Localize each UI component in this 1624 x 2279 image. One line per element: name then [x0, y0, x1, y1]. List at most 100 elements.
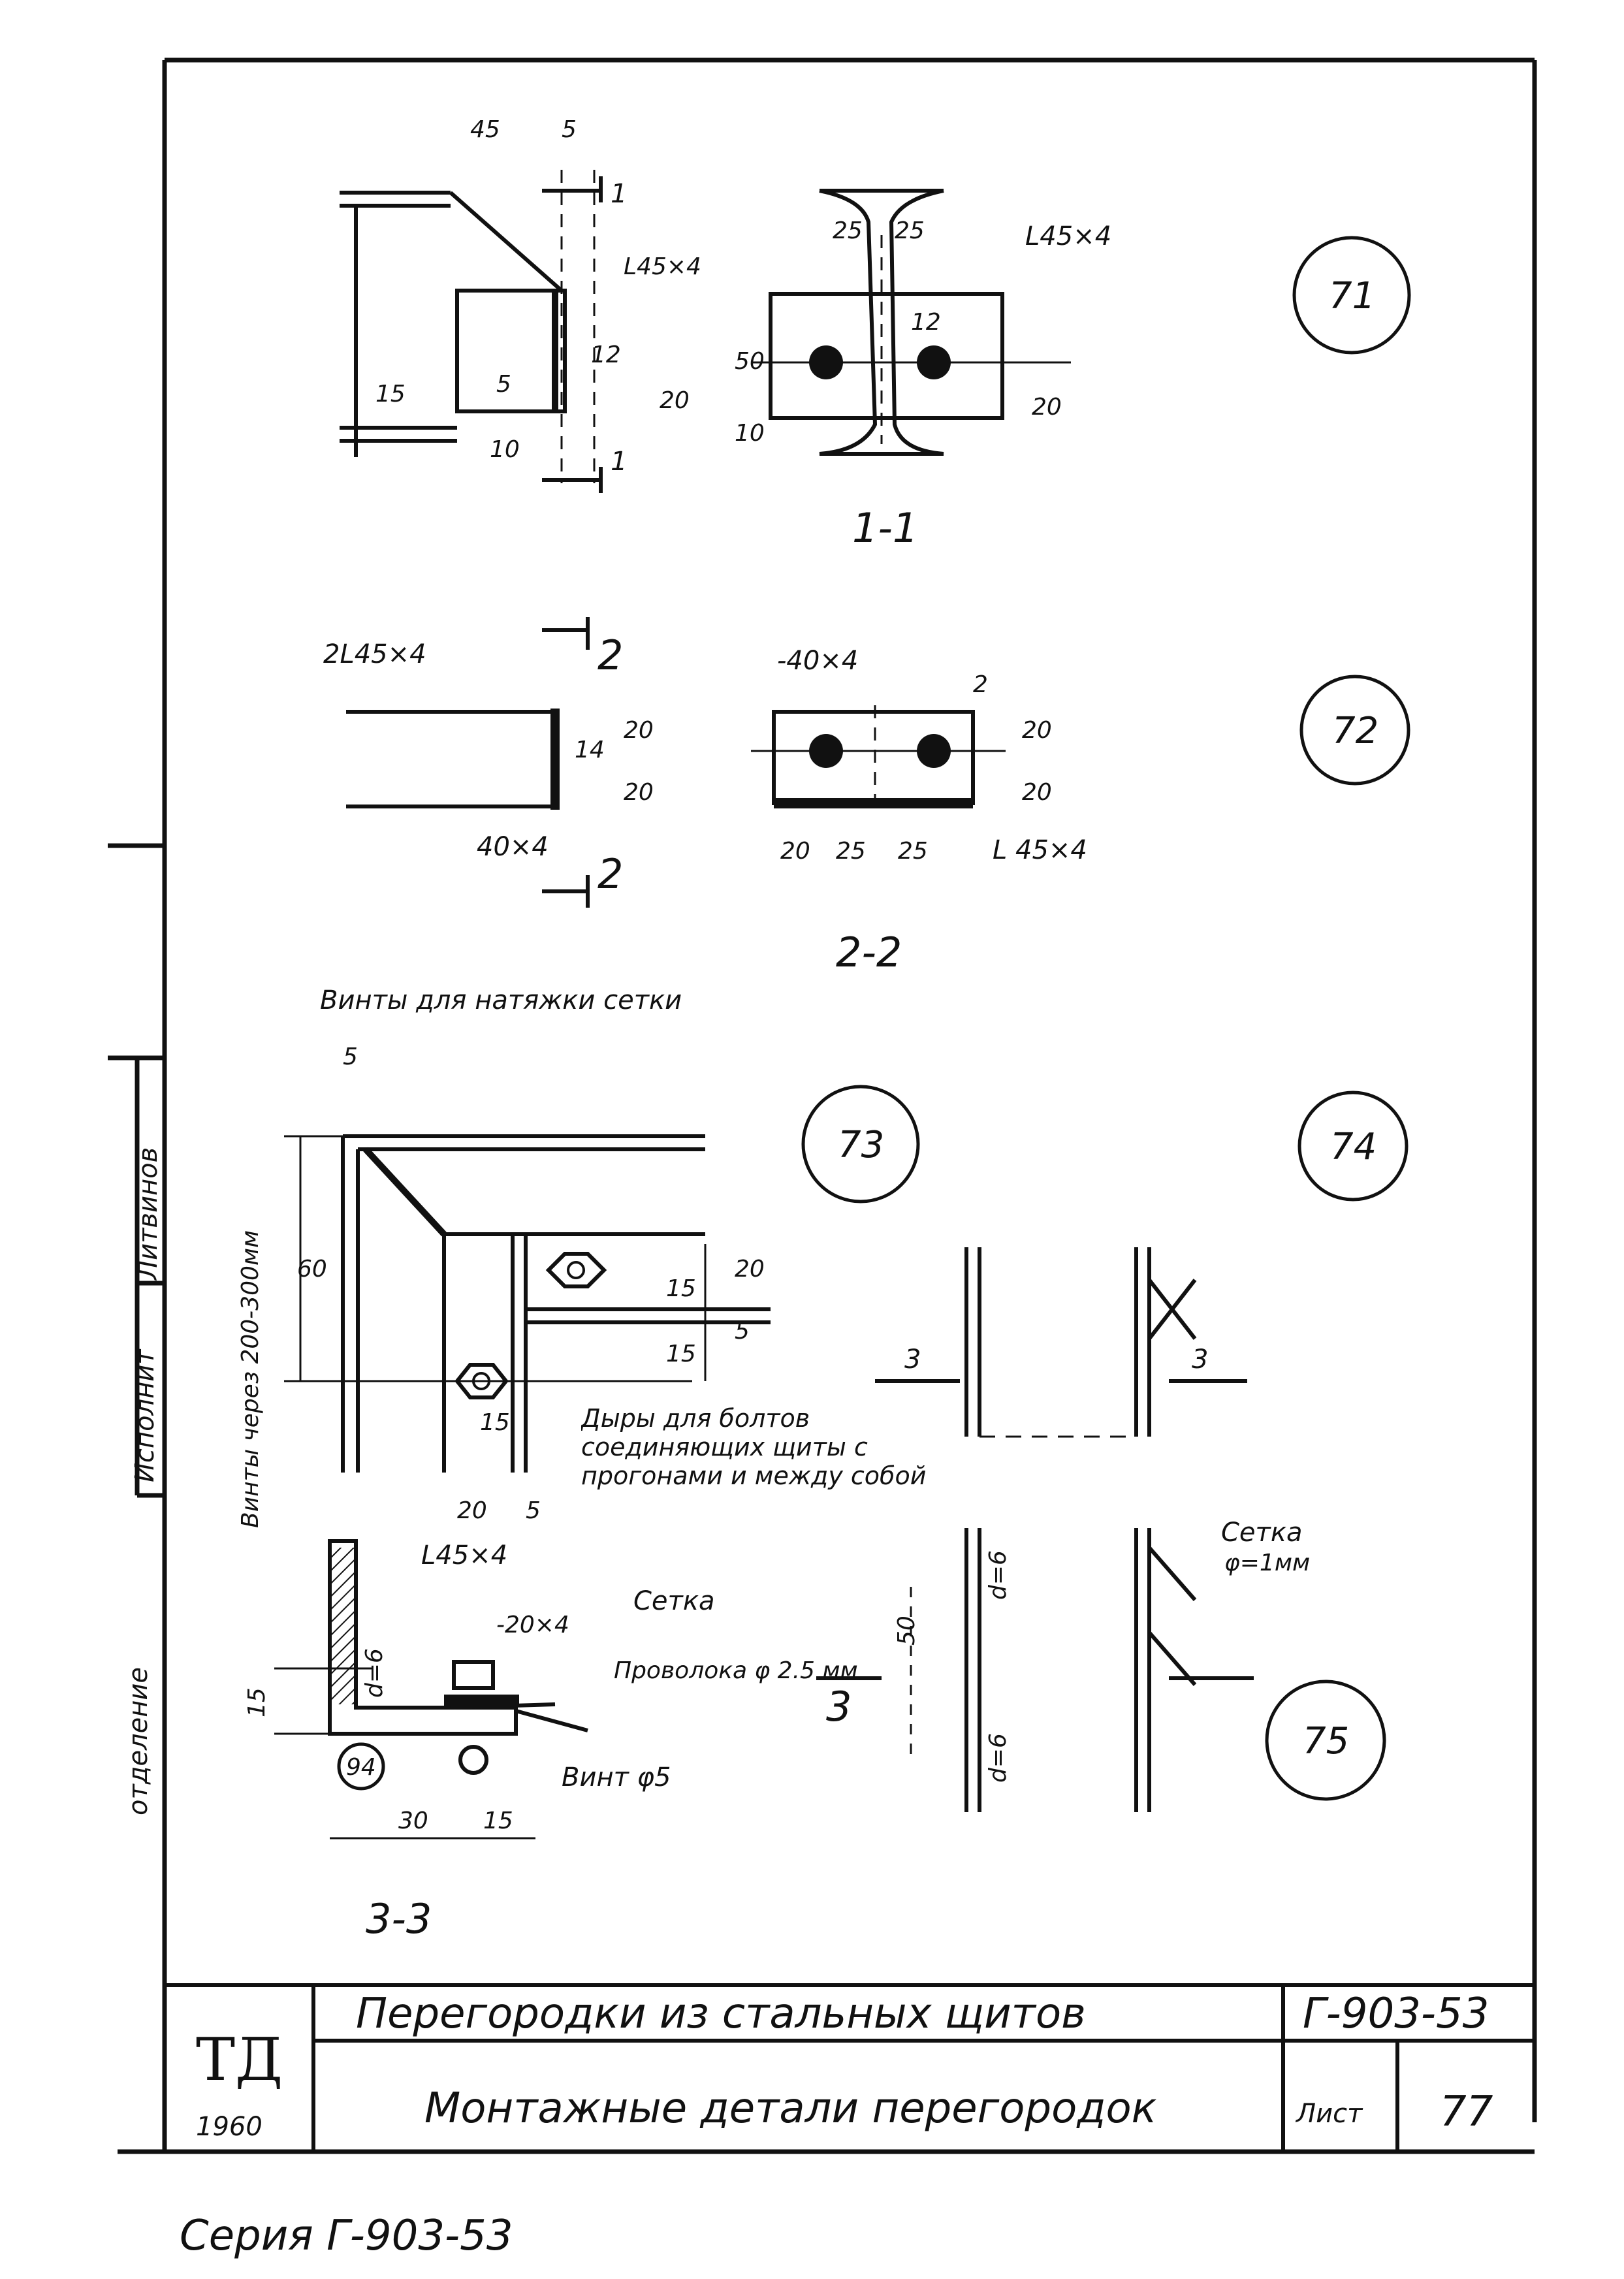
detail-74-section-mark-right: 3	[1192, 1345, 1208, 1375]
detail-72-dim-14: 14	[575, 737, 605, 763]
detail-73-dim-20h: 20	[735, 1256, 765, 1283]
detail-71-section-mark-bottom: 1	[611, 447, 627, 477]
detail-72-elevation	[346, 617, 590, 908]
section-2-2-angle-flange	[774, 798, 973, 808]
detail-71-dim-20: 20	[660, 387, 690, 414]
detail-72-marker	[1299, 675, 1410, 786]
detail-73-dim-15b: 15	[666, 1341, 696, 1367]
detail-74-marker-label: 74	[1330, 1126, 1377, 1168]
detail-73-dim-5c: 5	[735, 1318, 750, 1345]
detail-73-dim-15v: 15	[666, 1275, 696, 1302]
detail-73-marker-label: 73	[838, 1124, 884, 1166]
detail-75-marker	[1265, 1680, 1386, 1801]
detail-75-elevation	[816, 1528, 1254, 1812]
section-1-1-bolt-right	[917, 345, 951, 379]
section-2-2-plate-label: -40×4	[777, 646, 858, 676]
detail-73-elevation	[284, 1134, 771, 1473]
section-1-1-dim-20: 20	[1032, 394, 1062, 421]
section-3-3-wire-label: Проволока φ 2.5 мм	[614, 1657, 858, 1684]
section-2-2-bolt-left	[809, 734, 843, 768]
detail-73-dim-5b: 5	[526, 1497, 541, 1524]
section-1-1-dim-25a: 25	[833, 217, 863, 244]
title-block-sheet-number: 77	[1440, 2088, 1493, 2136]
detail-75-mesh-diameter: φ=1мм	[1224, 1550, 1310, 1576]
detail-72-marker-label: 72	[1332, 710, 1378, 752]
section-1-1-bolt-left	[809, 345, 843, 379]
detail-71-dim-15: 15	[375, 381, 406, 407]
detail-71-dim-5b: 5	[496, 371, 511, 398]
section-3-3-strip-label: -20×4	[496, 1612, 569, 1638]
detail-72-dim-20a: 20	[624, 717, 654, 744]
detail-73-vertical-note: Винты через 200-300мм	[237, 1230, 264, 1528]
side-label-executor: Исполнит	[130, 1348, 160, 1482]
detail-74-section-mark-left: 3	[904, 1345, 921, 1375]
detail-73-nut-lower-icon	[454, 1363, 509, 1399]
section-2-2-weld-mark: 2	[973, 671, 988, 698]
detail-73-marker	[801, 1085, 920, 1203]
detail-75-section-mark: 3	[826, 1683, 852, 1730]
detail-71-dim-45: 45	[470, 116, 500, 143]
section-2-2-caption: 2-2	[836, 929, 902, 976]
detail-73-dim-20: 20	[457, 1497, 487, 1524]
section-3-3-strip	[444, 1695, 519, 1706]
detail-74-elevation	[875, 1247, 1247, 1438]
section-1-1-dim-50: 50	[735, 348, 765, 375]
detail-73-nut-upper-icon	[545, 1252, 607, 1288]
title-block-code: Г-903-53	[1303, 1990, 1489, 2038]
detail-73-dim-5: 5	[343, 1044, 358, 1070]
detail-73-screws-note: Винты для натяжки сетки	[320, 985, 682, 1015]
detail-73-dim-15a: 15	[480, 1409, 510, 1436]
side-label-department: отделение	[123, 1667, 153, 1815]
section-3-3-screw-head	[452, 1660, 495, 1690]
title-block-org: ТД	[196, 2026, 283, 2094]
detail-73-nut-upper-bore	[567, 1261, 585, 1279]
section-2-2-dim-25a: 25	[836, 838, 866, 865]
title-block-year: 1960	[196, 2112, 263, 2142]
section-2-2-bolt-right	[917, 734, 951, 768]
detail-73-holes-note-box: Дыры для болтов соединяющих щиты с прого…	[581, 1404, 927, 1490]
detail-71-dim-10: 10	[490, 436, 520, 463]
detail-73-dim-60: 60	[297, 1256, 327, 1283]
detail-71-angle-label: L45×4	[624, 253, 701, 280]
detail-73-holes-note: Дыры для болтов соединяющих щиты с прого…	[581, 1404, 927, 1490]
detail-71-section-mark-top: 1	[611, 179, 627, 209]
section-1-1-view	[751, 189, 1071, 456]
section-3-3-ref-marker-label: 94	[346, 1754, 376, 1781]
detail-75-dim-d6a: d=6	[985, 1550, 1011, 1600]
section-2-2-dim-25b: 25	[898, 838, 928, 865]
sheet-frame	[108, 57, 1537, 2154]
section-2-2-dim-20v1: 20	[1022, 717, 1052, 744]
section-3-3-dim-15: 15	[244, 1687, 270, 1717]
section-3-3-caption: 3-3	[366, 1895, 432, 1943]
detail-71-marker	[1292, 236, 1411, 355]
section-1-1-angle-label: L45×4	[1025, 221, 1111, 251]
detail-75-dim-d6b: d=6	[985, 1733, 1011, 1783]
title-block-series-title: Перегородки из стальных щитов	[356, 1990, 1086, 2038]
detail-71-elevation	[340, 170, 603, 493]
detail-75-dim-50: 50	[893, 1616, 920, 1646]
detail-73-nut-lower-bore	[472, 1372, 490, 1390]
detail-71-dim-5: 5	[562, 116, 577, 143]
side-label-surname: Литвинов	[133, 1147, 163, 1281]
section-2-2-angle-label: L 45×4	[993, 835, 1087, 865]
section-2-2-dim-20v2: 20	[1022, 779, 1052, 806]
section-3-3-ref-marker	[337, 1742, 385, 1791]
section-1-1-dim-12: 12	[911, 309, 941, 336]
section-3-3-view	[274, 1539, 588, 1840]
detail-72-angles-label: 2L45×4	[323, 639, 426, 669]
section-3-3-screw-label: Винт φ5	[562, 1762, 671, 1793]
section-3-3-dim-30: 30	[398, 1808, 428, 1834]
section-1-1-caption: 1-1	[852, 504, 918, 552]
detail-75-mesh-note: Сетка	[1221, 1518, 1303, 1548]
section-3-3-mesh-label: Сетка	[633, 1586, 715, 1616]
detail-75-marker-label: 75	[1303, 1720, 1349, 1762]
section-3-3-angle-hatch	[332, 1548, 354, 1704]
title-block-sheet-label: Лист	[1295, 2099, 1363, 2129]
detail-72-dim-20b: 20	[624, 779, 654, 806]
title-block-sheet-title: Монтажные детали перегородок	[424, 2084, 1157, 2133]
section-1-1-dim-10: 10	[735, 420, 765, 447]
section-1-1-dim-25b: 25	[895, 217, 925, 244]
section-2-2-view	[751, 705, 1006, 810]
section-3-3-dim-d6: d=6	[361, 1648, 388, 1698]
